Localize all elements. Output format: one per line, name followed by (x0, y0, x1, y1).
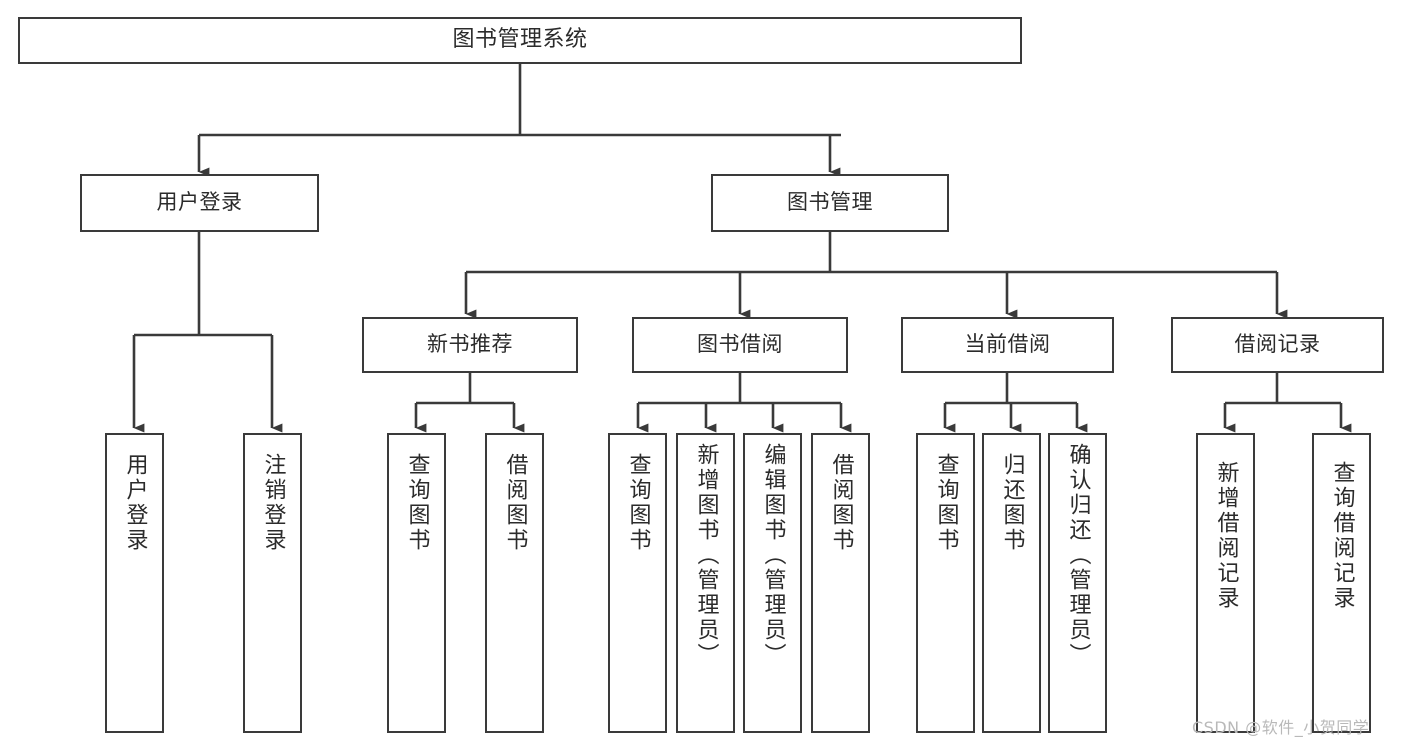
node-label: 确认归还（管理员） (1065, 443, 1091, 668)
node-root-system[interactable]: 图书管理系统 (18, 17, 1022, 64)
leaf-query-book-borrow[interactable]: 查询图书 (608, 433, 667, 733)
node-label: 借阅图书 (502, 453, 528, 553)
node-label: 图书管理 (787, 190, 873, 215)
node-label: 编辑图书（管理员） (760, 443, 786, 668)
node-label: 注销登录 (260, 453, 286, 553)
leaf-add-borrow-record[interactable]: 新增借阅记录 (1196, 433, 1255, 733)
node-label: 图书借阅 (697, 332, 783, 357)
leaf-borrow-book[interactable]: 借阅图书 (811, 433, 870, 733)
node-label: 查询图书 (933, 453, 959, 553)
node-label: 当前借阅 (964, 332, 1051, 357)
node-label: 新增借阅记录 (1213, 461, 1239, 611)
node-label: 图书管理系统 (452, 27, 588, 53)
node-current-borrow[interactable]: 当前借阅 (901, 317, 1114, 373)
leaf-query-book-current[interactable]: 查询图书 (916, 433, 975, 733)
leaf-add-book-admin[interactable]: 新增图书（管理员） (676, 433, 735, 733)
leaf-return-book[interactable]: 归还图书 (982, 433, 1041, 733)
node-label: 借阅记录 (1234, 332, 1321, 357)
node-book-borrow[interactable]: 图书借阅 (632, 317, 848, 373)
node-user-login[interactable]: 用户登录 (80, 174, 319, 232)
node-book-management[interactable]: 图书管理 (711, 174, 949, 232)
leaf-query-borrow-record[interactable]: 查询借阅记录 (1312, 433, 1371, 733)
node-label: 查询图书 (404, 453, 430, 553)
watermark: CSDN @软件_小贺同学 (1192, 718, 1370, 737)
leaf-edit-book-admin[interactable]: 编辑图书（管理员） (743, 433, 802, 733)
node-label: 用户登录 (122, 453, 148, 553)
node-new-book-recommend[interactable]: 新书推荐 (362, 317, 578, 373)
leaf-borrow-book-recommend[interactable]: 借阅图书 (485, 433, 544, 733)
node-label: 借阅图书 (828, 453, 854, 553)
node-label: 查询图书 (625, 453, 651, 553)
node-label: 新增图书（管理员） (693, 443, 719, 668)
node-borrow-record[interactable]: 借阅记录 (1171, 317, 1384, 373)
node-label: 归还图书 (999, 453, 1025, 553)
leaf-query-book-recommend[interactable]: 查询图书 (387, 433, 446, 733)
leaf-confirm-return-admin[interactable]: 确认归还（管理员） (1048, 433, 1107, 733)
node-label: 新书推荐 (427, 332, 513, 357)
leaf-user-login[interactable]: 用户登录 (105, 433, 164, 733)
node-label: 用户登录 (156, 190, 243, 215)
node-label: 查询借阅记录 (1329, 461, 1355, 611)
leaf-logout[interactable]: 注销登录 (243, 433, 302, 733)
